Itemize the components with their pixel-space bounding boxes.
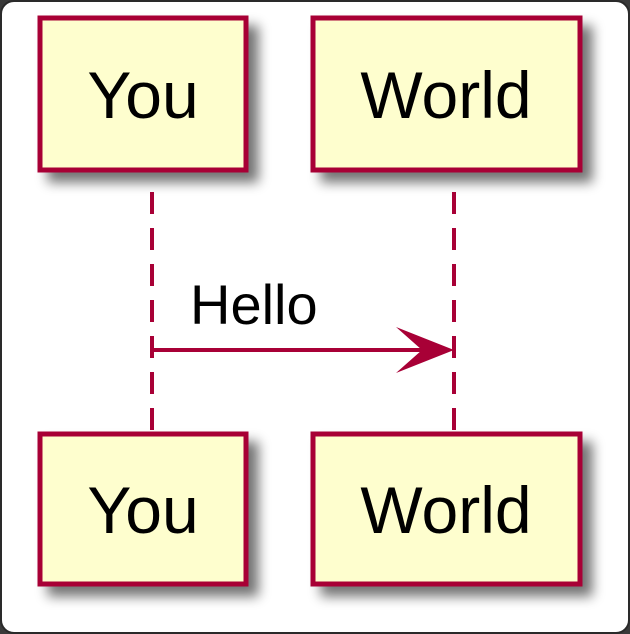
participant-you-top-label: You bbox=[87, 58, 198, 132]
arrowhead-icon bbox=[396, 327, 454, 373]
participant-you-bottom: You bbox=[37, 431, 249, 587]
participant-you-top: You bbox=[37, 15, 249, 173]
message-hello-label: Hello bbox=[190, 273, 318, 336]
participant-world-top-label: World bbox=[360, 58, 531, 132]
participant-you-bottom-label: You bbox=[87, 473, 198, 547]
participant-world-top: World bbox=[310, 15, 583, 173]
message-hello: Hello bbox=[152, 273, 454, 373]
participant-world-bottom-label: World bbox=[360, 473, 531, 547]
participant-world-bottom: World bbox=[310, 431, 583, 587]
